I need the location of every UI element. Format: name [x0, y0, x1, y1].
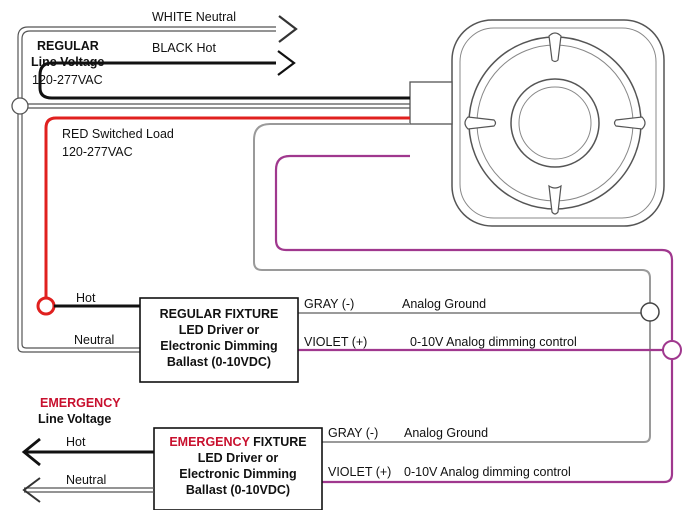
black-wire-label: BLACK Hot: [152, 41, 216, 55]
regular-fixture-line2: LED Driver or: [179, 323, 260, 337]
emergency-fixture-title: EMERGENCY FIXTURE: [169, 435, 306, 449]
red-splice-node: [36, 296, 56, 316]
emergency-fixture-line4: Ballast (0-10VDC): [186, 483, 290, 497]
sensor-notch-top: [464, 32, 646, 215]
sensor-connector: [409, 81, 453, 125]
white-wire-label: WHITE Neutral: [152, 10, 236, 24]
red-wire-voltage: 120-277VAC: [62, 145, 133, 159]
emergency-fixture-title-rest: FIXTURE: [250, 435, 307, 449]
emergency-source-title: EMERGENCY: [40, 396, 121, 410]
emergency-violet-desc: 0-10V Analog dimming control: [404, 465, 571, 479]
regular-fixture-line4: Ballast (0-10VDC): [167, 355, 271, 369]
white-neutral-wire: [13, 15, 410, 353]
black-hot-wire: [38, 50, 410, 100]
white-splice-node: [11, 97, 29, 115]
emergency-neutral-label: Neutral: [66, 473, 106, 487]
emergency-gray-label: GRAY (-): [328, 426, 378, 440]
emergency-hot-wire: [21, 437, 154, 467]
red-wire-label: RED Switched Load: [62, 127, 174, 141]
red-load-wire: [44, 116, 410, 298]
regular-gray-label: GRAY (-): [304, 297, 354, 311]
gray-ground-wire: [253, 123, 651, 443]
regular-gray-desc: Analog Ground: [402, 297, 486, 311]
regular-neutral-label: Neutral: [74, 333, 114, 347]
regular-violet-label: VIOLET (+): [304, 335, 367, 349]
emergency-fixture-title-red: EMERGENCY: [169, 435, 250, 449]
emergency-fixture-box: [153, 427, 323, 510]
emergency-gray-desc: Analog Ground: [404, 426, 488, 440]
emergency-fixture-line3: Electronic Dimming: [179, 467, 296, 481]
violet-splice-node: [662, 340, 682, 360]
emergency-neutral-wire: [22, 477, 154, 503]
regular-fixture-title: REGULAR FIXTURE: [160, 307, 279, 321]
occupancy-sensor: [409, 19, 665, 227]
regular-fixture-box: [139, 297, 299, 383]
emergency-fixture-line2: LED Driver or: [198, 451, 279, 465]
emergency-violet-label: VIOLET (+): [328, 465, 391, 479]
emergency-hot-label: Hot: [66, 435, 86, 449]
regular-fixture-line3: Electronic Dimming: [160, 339, 277, 353]
regular-source-voltage: 120-277VAC: [32, 73, 103, 87]
regular-source-title: REGULAR: [37, 39, 99, 53]
emergency-source-line: Line Voltage: [38, 412, 111, 426]
gray-splice-node: [640, 302, 660, 322]
regular-violet-desc: 0-10V Analog dimming control: [410, 335, 577, 349]
regular-source-line: Line Voltage: [31, 55, 104, 69]
regular-hot-label: Hot: [76, 291, 96, 305]
violet-dimming-wire: [274, 154, 674, 484]
